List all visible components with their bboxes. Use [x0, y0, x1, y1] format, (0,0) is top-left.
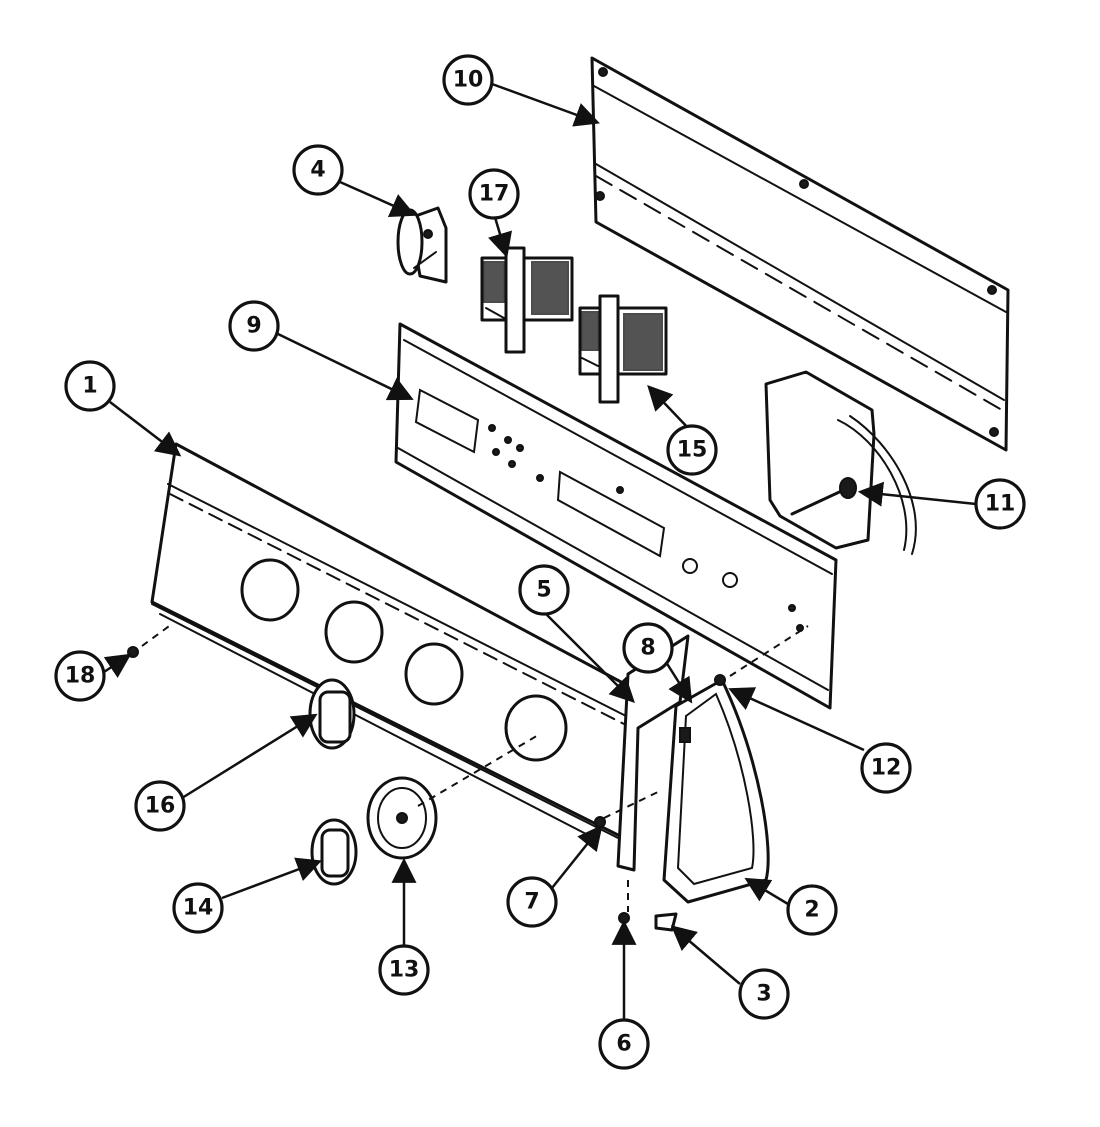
callout-3: 3	[738, 968, 790, 1020]
svg-text:4: 4	[310, 158, 325, 183]
callout-5: 5	[518, 564, 570, 616]
shroud	[764, 370, 917, 555]
svg-text:11: 11	[985, 492, 1016, 517]
control-plate	[394, 322, 838, 710]
callout-15: 15	[666, 424, 718, 476]
svg-text:14: 14	[183, 896, 214, 921]
svg-text:15: 15	[677, 438, 708, 463]
svg-text:3: 3	[756, 982, 771, 1007]
svg-text:12: 12	[871, 756, 902, 781]
clip	[654, 912, 678, 932]
switch-17	[480, 246, 574, 354]
callout-12: 12	[860, 742, 912, 794]
rotary-switch	[396, 206, 448, 284]
callout-9: 9	[228, 300, 280, 352]
screw-12	[714, 674, 726, 686]
callout-10: 10	[442, 54, 494, 106]
svg-text:5: 5	[536, 578, 551, 603]
screw-7	[594, 816, 606, 828]
callout-18: 18	[54, 650, 106, 702]
alignment-lines	[141, 623, 809, 912]
callout-17: 17	[468, 168, 520, 220]
svg-text:13: 13	[389, 958, 420, 983]
callout-1: 1	[64, 360, 116, 412]
svg-text:7: 7	[524, 890, 539, 915]
callout-7: 7	[506, 876, 558, 928]
rear-panel	[590, 56, 1010, 452]
callout-14: 14	[172, 882, 224, 934]
svg-text:16: 16	[145, 794, 176, 819]
svg-text:9: 9	[246, 314, 261, 339]
svg-text:17: 17	[479, 182, 510, 207]
dial-13	[366, 776, 438, 860]
svg-text:10: 10	[453, 68, 484, 93]
callout-4: 4	[292, 144, 344, 196]
screw-6	[618, 912, 630, 924]
screw-18	[127, 646, 139, 658]
callout-2: 2	[786, 884, 838, 936]
svg-text:6: 6	[616, 1032, 631, 1057]
end-cap	[662, 678, 770, 904]
callout-6: 6	[598, 1018, 650, 1070]
svg-text:8: 8	[640, 636, 655, 661]
knob-16	[308, 678, 356, 750]
switch-15	[578, 294, 668, 404]
callout-13: 13	[378, 944, 430, 996]
leader-lines	[103, 82, 977, 1022]
callout-11: 11	[974, 478, 1026, 530]
svg-text:18: 18	[65, 664, 96, 689]
svg-text:2: 2	[804, 898, 819, 923]
knob-14	[310, 818, 358, 886]
callout-8: 8	[622, 622, 674, 674]
svg-text:1: 1	[82, 374, 97, 399]
callout-16: 16	[134, 780, 186, 832]
